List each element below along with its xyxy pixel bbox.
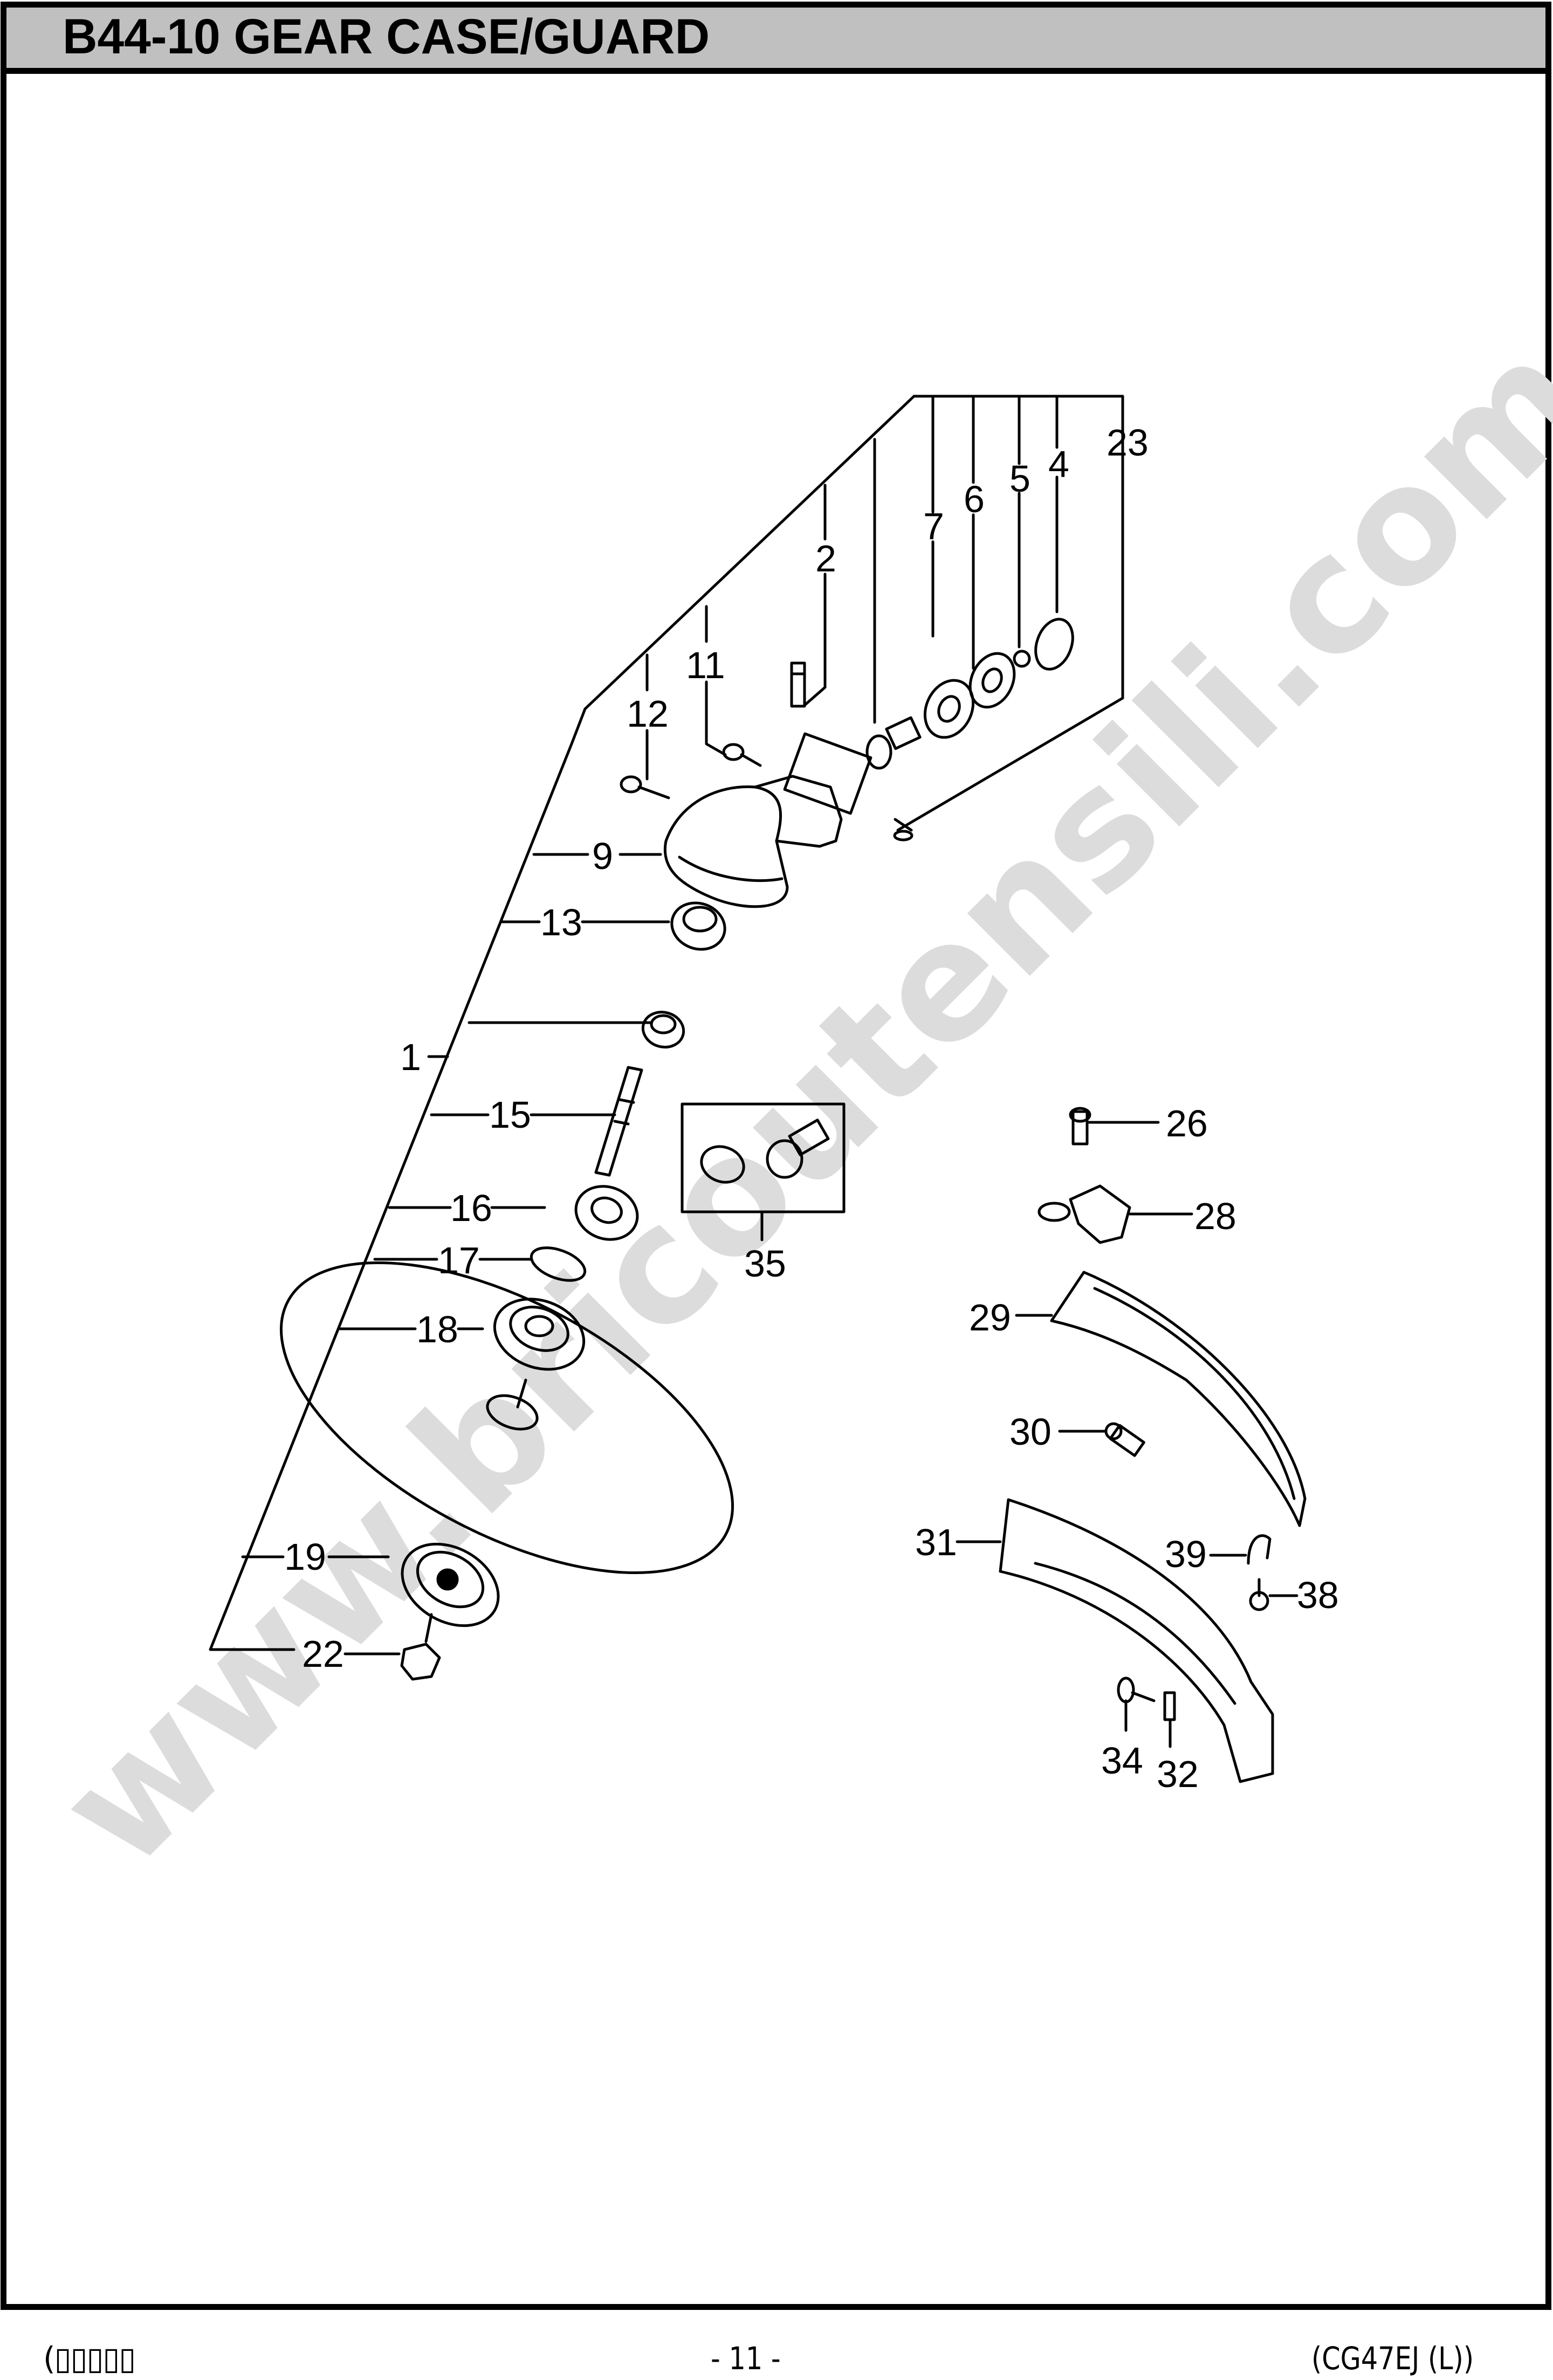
blade-holder-18[interactable] <box>485 1287 594 1382</box>
washer-5[interactable] <box>1013 650 1031 668</box>
bolt-2[interactable] <box>790 661 806 708</box>
page-number: - 11 - <box>711 2340 781 2377</box>
clamp-28[interactable] <box>1037 1184 1193 1244</box>
circlip-17[interactable] <box>527 1241 589 1287</box>
page-frame: B44-10 GEAR CASE/GUARD <box>1 2 1551 2310</box>
screw-34[interactable] <box>1117 1677 1156 1732</box>
circlip-4[interactable] <box>1029 614 1080 674</box>
bolt-12[interactable] <box>620 775 670 799</box>
nut-32[interactable] <box>1163 1691 1176 1748</box>
footer-left-text: (▯▯▯▯▯ <box>43 2340 136 2377</box>
pinion-gear[interactable] <box>865 716 922 770</box>
bearing-16[interactable] <box>568 1178 645 1248</box>
bearing-7[interactable] <box>916 672 982 745</box>
bearing-1[interactable] <box>639 1008 688 1051</box>
gear-case-housing[interactable] <box>663 732 872 908</box>
screw-38[interactable] <box>1249 1578 1298 1611</box>
screw-11[interactable] <box>722 743 762 767</box>
model-code: (CG47EJ (L)) <box>1311 2340 1474 2377</box>
clip-39[interactable] <box>1209 1534 1272 1565</box>
kit-35-box[interactable] <box>681 1102 846 1241</box>
shaft-15[interactable] <box>594 1066 643 1177</box>
bearing-6[interactable] <box>962 646 1023 714</box>
header-bar: B44-10 GEAR CASE/GUARD <box>6 8 1545 74</box>
bolt-26[interactable] <box>1069 1107 1160 1146</box>
guard-upper-29[interactable] <box>1015 1271 1307 1527</box>
page-title: B44-10 GEAR CASE/GUARD <box>63 9 710 64</box>
grease-screw[interactable] <box>893 818 913 841</box>
blade-disc[interactable] <box>233 1199 780 1637</box>
pin-30[interactable] <box>1058 1422 1145 1457</box>
guard-lower-31[interactable] <box>956 1498 1274 1783</box>
seal-13[interactable] <box>665 895 732 956</box>
nut-22[interactable] <box>400 1613 441 1681</box>
blade-washer[interactable] <box>483 1378 541 1436</box>
